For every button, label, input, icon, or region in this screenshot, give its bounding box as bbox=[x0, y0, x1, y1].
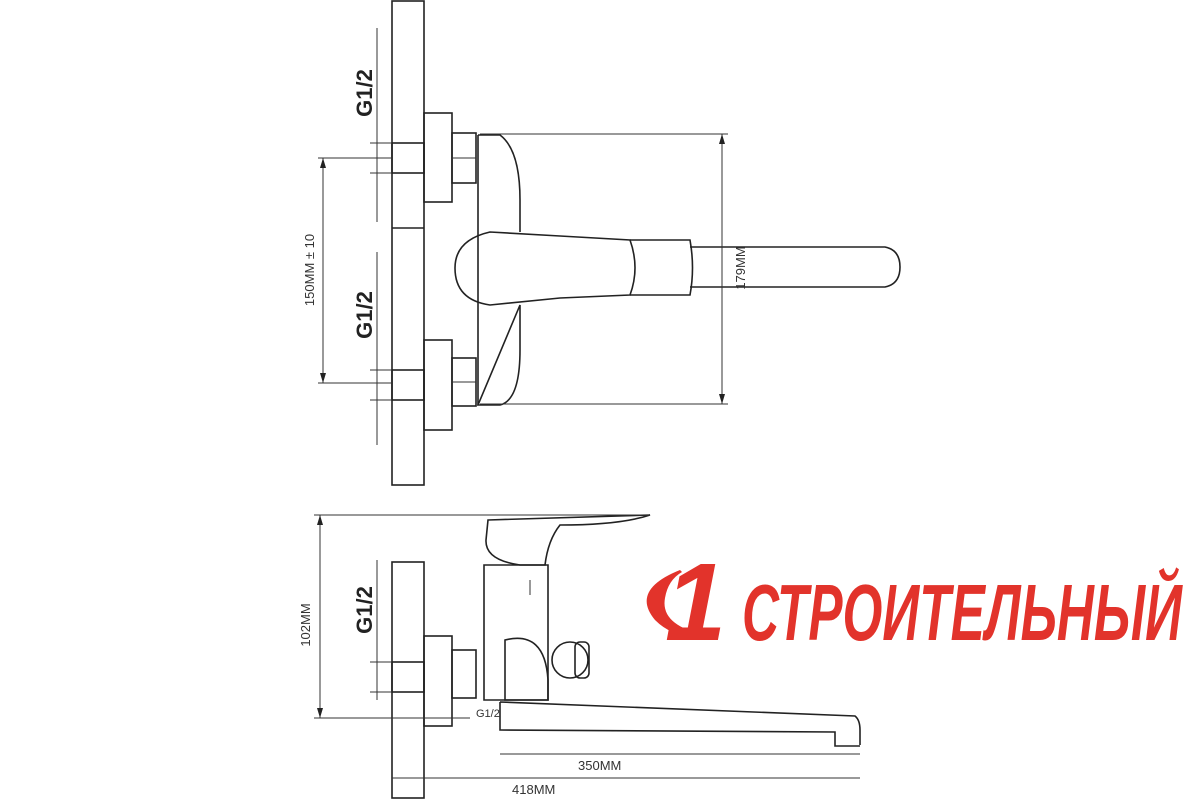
dimension-label-179: 179MM bbox=[733, 246, 748, 289]
dimension-label-350: 350MM bbox=[578, 758, 621, 773]
wall-section bbox=[391, 0, 425, 486]
logo-digit: 1 bbox=[665, 541, 726, 664]
lever-handle bbox=[454, 231, 636, 306]
height-dimension-179: 179MM bbox=[480, 133, 748, 405]
top-view: 179MM 150MM ± 10 G1/2 G1/2 bbox=[302, 0, 901, 486]
outlet-thread-label: G1/2 bbox=[476, 708, 500, 720]
height-dimension-102: 102MM bbox=[298, 514, 650, 719]
upper-connector bbox=[370, 28, 477, 222]
thread-label-upper: G1/2 bbox=[352, 69, 377, 117]
dimension-label-418: 418MM bbox=[512, 782, 555, 797]
spout bbox=[690, 246, 901, 288]
thread-label-lower: G1/2 bbox=[352, 291, 377, 339]
mixer-body bbox=[483, 564, 549, 701]
spacing-dimension-150: 150MM ± 10 bbox=[302, 157, 392, 384]
thread-label: G1/2 bbox=[352, 586, 377, 634]
watermark-logo: 1 СТРОИТЕЛЬНЫЙ bbox=[646, 541, 1183, 664]
lower-connector bbox=[370, 252, 477, 445]
spout bbox=[499, 701, 861, 747]
wall-section bbox=[391, 561, 425, 799]
mixer-body bbox=[476, 134, 521, 406]
dimension-label-102: 102MM bbox=[298, 603, 313, 646]
dimension-label-150: 150MM ± 10 bbox=[302, 234, 317, 306]
side-view: G1/2 102MM G1/2 350MM 418MM bbox=[298, 514, 861, 799]
logo-text: СТРОИТЕЛЬНЫЙ bbox=[742, 567, 1183, 657]
logo-swoosh bbox=[646, 570, 705, 636]
